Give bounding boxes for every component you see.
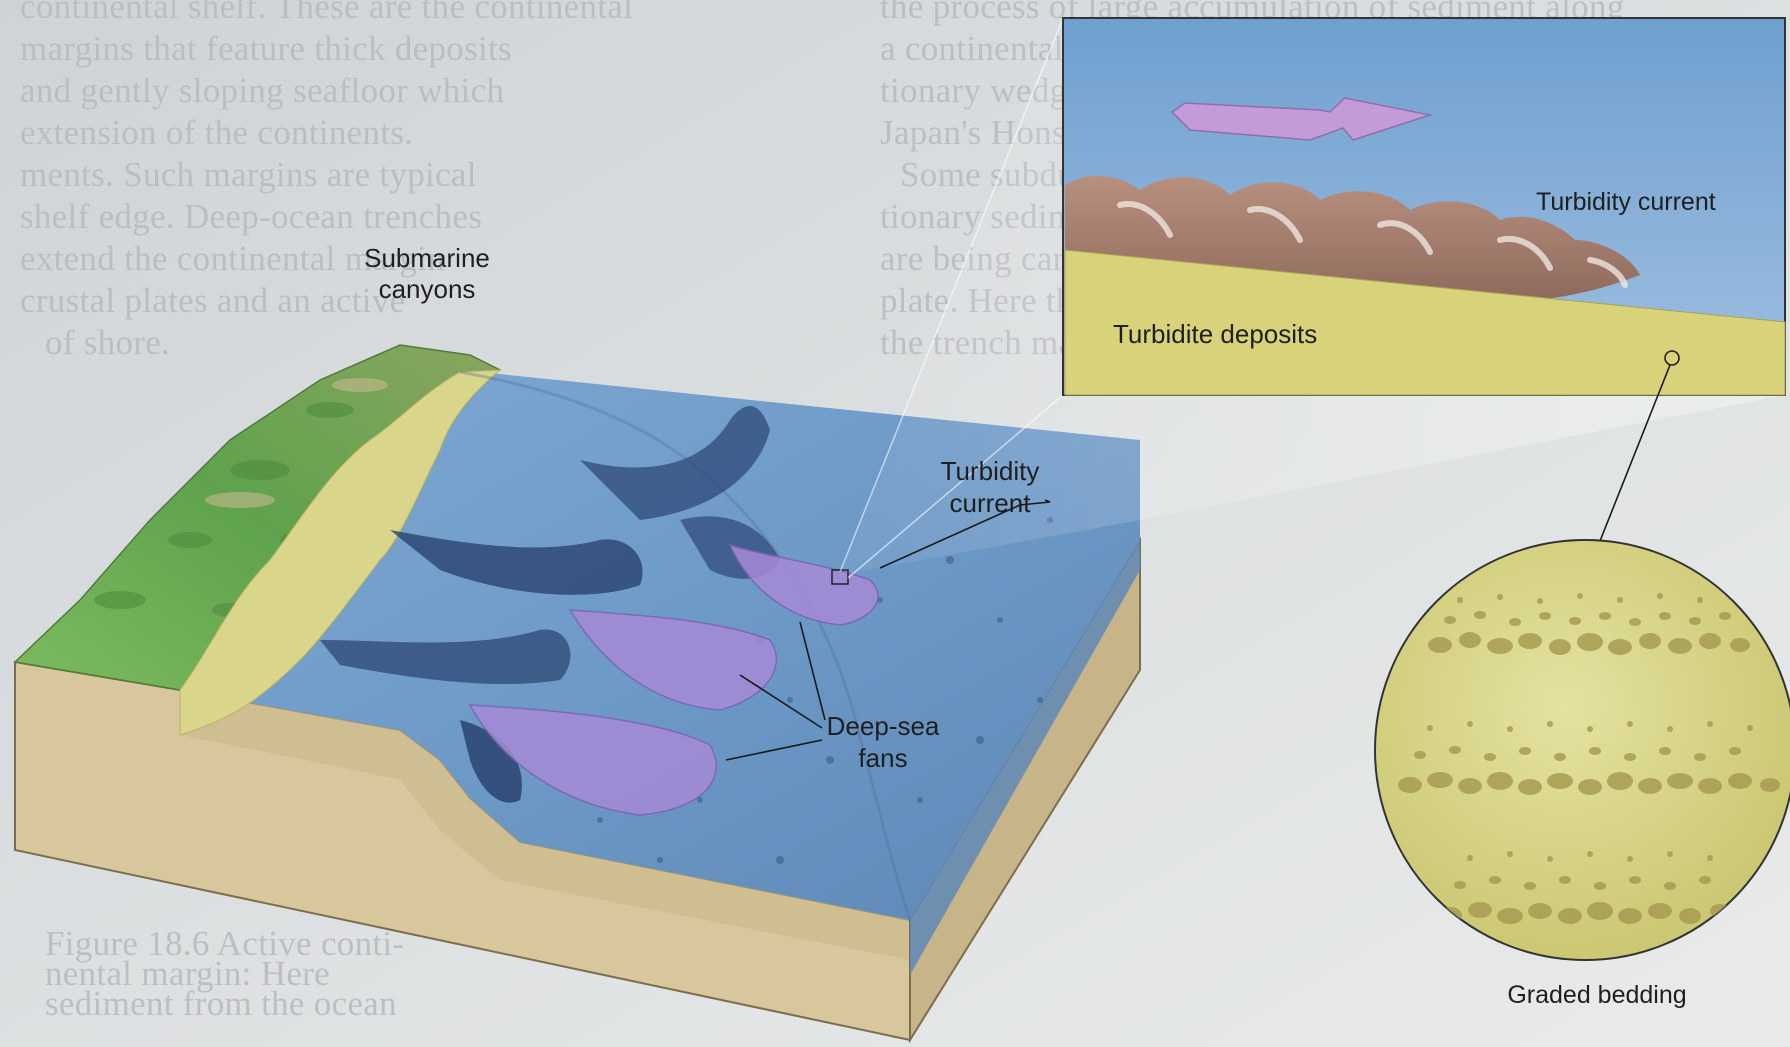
svg-text:ments. Such margins are typica: ments. Such margins are typical — [20, 155, 477, 194]
submarine-canyons-label-line2: canyons — [379, 274, 476, 304]
graded-bedding-label: Graded bedding — [1507, 981, 1686, 1009]
graded-bedding-detail — [1375, 540, 1790, 960]
turbidity-current-label-line2: current — [950, 488, 1032, 518]
inset-panel: Turbidity current Turbidite deposits — [1063, 18, 1785, 395]
svg-text:shelf edge. Deep-ocean trenche: shelf edge. Deep-ocean trenches — [20, 197, 482, 236]
submarine-canyons-label-line1: Submarine — [364, 243, 490, 273]
deep-sea-fans-label-line2: fans — [858, 743, 907, 773]
svg-text:margins that feature thick dep: margins that feature thick deposits — [20, 29, 512, 68]
svg-text:extension of the continents.: extension of the continents. — [20, 113, 413, 152]
svg-text:continental shelf. These are t: continental shelf. These are the contine… — [20, 0, 633, 26]
turbidity-current-label-line1: Turbidity — [941, 456, 1040, 486]
svg-text:of shore.: of shore. — [45, 323, 170, 362]
deep-sea-fans-label-line1: Deep-sea — [827, 711, 940, 741]
svg-text:sediment from the ocean: sediment from the ocean — [45, 984, 397, 1023]
graded-bedding-circle — [1375, 540, 1790, 960]
svg-text:crustal plates and an active: crustal plates and an active — [20, 281, 405, 320]
inset-turbidity-current-label: Turbidity current — [1536, 188, 1716, 216]
svg-text:and gently sloping seafloor wh: and gently sloping seafloor which — [20, 71, 504, 110]
inset-turbidite-deposits-label: Turbidite deposits — [1113, 319, 1317, 349]
